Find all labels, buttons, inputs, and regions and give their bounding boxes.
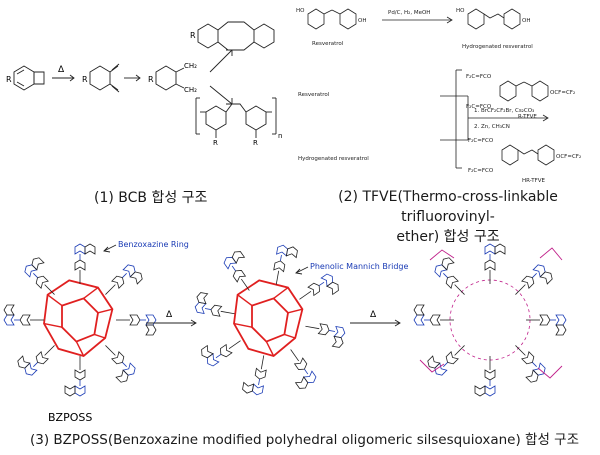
tfve-scheme: HO OH Resveratrol Pd/C, H₂, MeOH HO OH H… (296, 8, 581, 184)
tfve-step2: 2. Zn, CH₃CN (474, 124, 510, 130)
bcb-poly-r-2: R (253, 139, 258, 147)
tfve-hr-ocf: OCF=CF₂ (556, 154, 581, 160)
tfve-r-ocf: OCF=CF₂ (550, 90, 575, 96)
bcb-ch2-top: CH₂ (184, 62, 197, 70)
benzoxazine-ring-label: Benzoxazine Ring (118, 240, 189, 249)
bcb-delta-1: Δ (58, 65, 65, 75)
tfve-ho-2: HO (456, 8, 465, 14)
tfve-r-f2c-1: F₂C=FCO (466, 74, 492, 80)
bcb-ch2-bottom: CH₂ (184, 86, 197, 94)
tfve-caption-line2: ether) 합성 구조 (396, 229, 500, 245)
bcb-caption: (1) BCB 합성 구조 (94, 190, 208, 206)
tfve-r-f2c-2: F₂C=FCO (466, 104, 492, 110)
bcb-n-label: n (278, 132, 282, 140)
tfve-hr-tfve-label: HR-TFVE (522, 178, 545, 184)
bcb-r-label-4: R (190, 31, 196, 40)
tfve-r-tfve-label: R-TFVE (518, 114, 537, 120)
tfve-resveratrol-mid: Resveratrol (298, 92, 330, 98)
tfve-hr-f2c-2: F₂C=FCO (468, 168, 494, 174)
tfve-ho-1: HO (296, 8, 305, 14)
tfve-caption-line1: (2) TFVE(Thermo-cross-linkable trifluoro… (338, 189, 558, 225)
tfve-step1: 1. BrCF₂CF₂Br, Cs₂CO₃ (474, 108, 534, 114)
bcb-scheme: R R R R Δ CH₂ CH₂ R R n (6, 21, 282, 147)
tfve-resveratrol-top: Resveratrol (312, 41, 344, 47)
bzposs-scheme: Benzoxazine Ring Phenolic Mannich Bridge… (3, 240, 567, 424)
tfve-hydrogenated-mid: Hydrogenated resveratrol (298, 156, 369, 162)
bcb-r-label-3: R (148, 75, 154, 84)
phenolic-mannich-bridge-label: Phenolic Mannich Bridge (310, 262, 409, 271)
bcb-r-label-2: R (82, 75, 88, 84)
bcb-r-label: R (6, 75, 12, 84)
bzposs-label: BZPOSS (48, 411, 92, 424)
bzposs-delta-2: Δ (370, 310, 377, 320)
tfve-hr-f2c-1: F₂C=FCO (468, 138, 494, 144)
tfve-h2-condition: Pd/C, H₂, MeOH (388, 10, 430, 16)
bzposs-delta-1: Δ (166, 310, 173, 320)
tfve-hydrogenated-top: Hydrogenated resveratrol (462, 44, 533, 50)
bcb-poly-r-1: R (213, 139, 218, 147)
bzposs-caption: (3) BZPOSS(Benzoxazine modified polyhedr… (30, 432, 580, 448)
tfve-oh-1: OH (358, 18, 366, 24)
tfve-caption: (2) TFVE(Thermo-cross-linkable trifluoro… (300, 187, 596, 247)
tfve-oh-2: OH (522, 18, 530, 24)
